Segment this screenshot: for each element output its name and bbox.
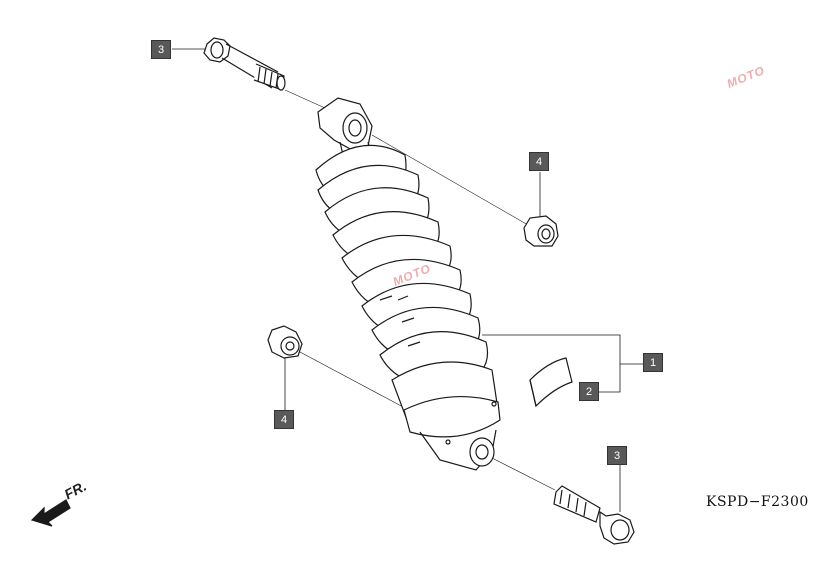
callout-lower-nut: 4 [274,410,294,429]
drawing-code: KSPD−F2300 [706,494,809,510]
shock-absorber-drawing [315,97,501,471]
callout-label-sticker: 2 [579,382,599,401]
callout-lower-bolt: 3 [607,446,627,465]
callout-shock: 1 [643,353,663,372]
callout-upper-bolt: 3 [151,40,171,59]
axis-lines [284,89,556,491]
lower-bolt-drawing [553,485,635,545]
callout-upper-nut: 4 [529,152,549,171]
label-sticker-drawing [529,357,573,408]
front-arrow-icon [30,499,71,527]
upper-bolt-drawing [203,37,286,91]
upper-nut-drawing [523,215,559,247]
lower-nut-drawing [267,325,303,359]
